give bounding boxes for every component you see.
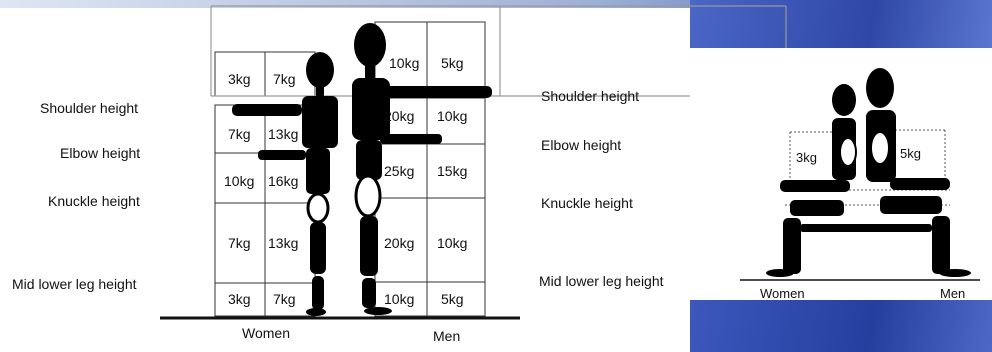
women-label: Women [242, 325, 290, 341]
man-figure [352, 23, 492, 315]
seated-diagram [740, 68, 980, 280]
label-shoulder-height-right: Shoulder height [541, 88, 639, 104]
label-knuckle-height-right: Knuckle height [541, 195, 633, 211]
women-cell: 13kg [268, 126, 298, 142]
men-cell: 20kg [384, 235, 414, 251]
men-cell: 5kg [441, 55, 464, 71]
women-cell: 7kg [228, 235, 251, 251]
men-cell: 20kg [384, 108, 414, 124]
label-knuckle-height: Knuckle height [48, 193, 140, 209]
seated-women-label: Women [760, 286, 805, 301]
men-label: Men [433, 328, 460, 344]
label-mid-lower-leg-height: Mid lower leg height [12, 276, 137, 292]
label-elbow-height: Elbow height [60, 145, 140, 161]
men-cell: 15kg [437, 163, 467, 179]
women-cell: 13kg [268, 235, 298, 251]
women-cell: 7kg [228, 126, 251, 142]
women-cell: 3kg [228, 71, 251, 87]
label-shoulder-height: Shoulder height [40, 100, 138, 116]
women-cell: 16kg [268, 173, 298, 189]
label-mid-lower-leg-height-right: Mid lower leg height [539, 273, 664, 289]
men-cell: 10kg [384, 291, 414, 307]
women-cell: 7kg [273, 291, 296, 307]
seated-women-weight: 3kg [796, 150, 817, 165]
seated-men-weight: 5kg [900, 146, 921, 161]
overlay-frame [211, 6, 786, 96]
men-cell: 10kg [389, 55, 419, 71]
men-cell: 5kg [441, 291, 464, 307]
men-cell: 25kg [384, 163, 414, 179]
seated-men-label: Men [940, 286, 965, 301]
men-cell: 10kg [437, 108, 467, 124]
women-cell: 3kg [228, 291, 251, 307]
women-cell: 10kg [224, 173, 254, 189]
women-cell: 7kg [273, 71, 296, 87]
men-cell: 10kg [437, 235, 467, 251]
label-elbow-height-right: Elbow height [541, 137, 621, 153]
